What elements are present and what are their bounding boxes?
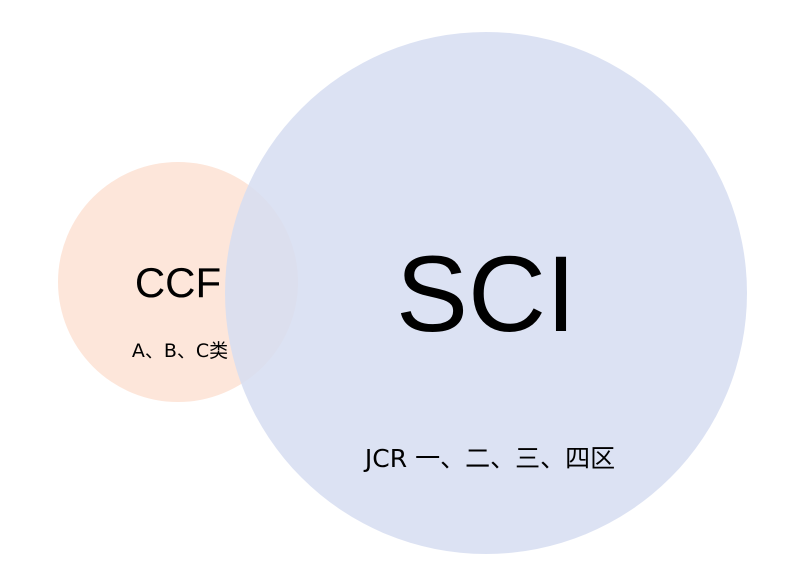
ccf-title: CCF xyxy=(134,259,222,306)
sci-circle xyxy=(225,32,747,554)
sci-subtitle: JCR 一、二、三、四区 xyxy=(364,444,616,473)
sci-title: SCI xyxy=(395,233,577,354)
ccf-subtitle: A、B、C类 xyxy=(131,340,229,362)
